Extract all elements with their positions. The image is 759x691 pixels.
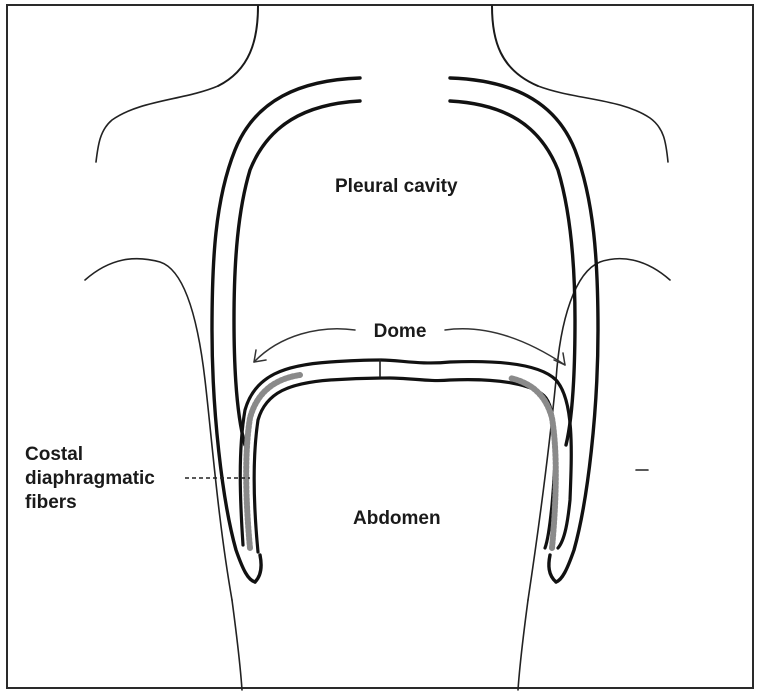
rib-right-tip: [549, 555, 556, 582]
dome-arrow-left: [254, 329, 355, 362]
arm-left-outline: [85, 259, 232, 600]
label-dome: Dome: [374, 321, 427, 342]
label-pleural-cavity: Pleural cavity: [335, 176, 458, 197]
rib-right-inner: [450, 101, 575, 445]
figure-frame: [7, 5, 753, 688]
neck-left-outline: [218, 6, 258, 86]
label-costal-line3: fibers: [25, 492, 77, 513]
rib-left-tip: [255, 555, 261, 582]
dome-arrow-right: [445, 329, 565, 365]
label-abdomen: Abdomen: [353, 508, 441, 529]
label-costal-line1: Costal: [25, 444, 83, 465]
shoulder-left-outline: [96, 86, 218, 162]
torso-left-lower: [232, 600, 242, 690]
neck-right-outline: [492, 6, 538, 86]
shoulder-right-outline: [538, 86, 668, 162]
label-costal-line2: diaphragmatic: [25, 468, 155, 489]
torso-right-lower: [518, 600, 528, 690]
